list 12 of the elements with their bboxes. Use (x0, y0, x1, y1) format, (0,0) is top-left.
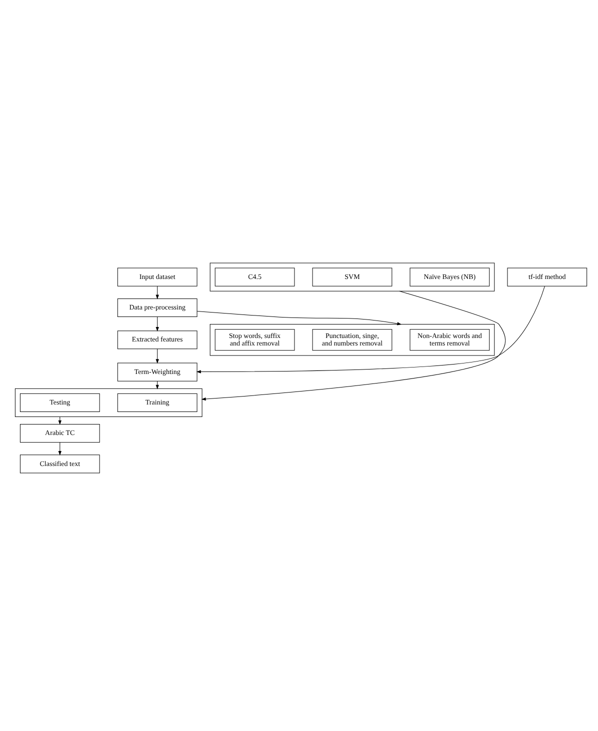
arrow (58, 416, 62, 424)
arrow (156, 285, 159, 298)
cluster (210, 262, 495, 291)
arrow (196, 285, 545, 373)
arrow (196, 310, 402, 325)
arrow (58, 442, 62, 455)
cluster (14, 388, 202, 416)
arrow (202, 290, 506, 400)
arrow (156, 316, 159, 330)
arrow (156, 380, 159, 388)
cluster (210, 324, 495, 356)
arrow (156, 348, 159, 363)
